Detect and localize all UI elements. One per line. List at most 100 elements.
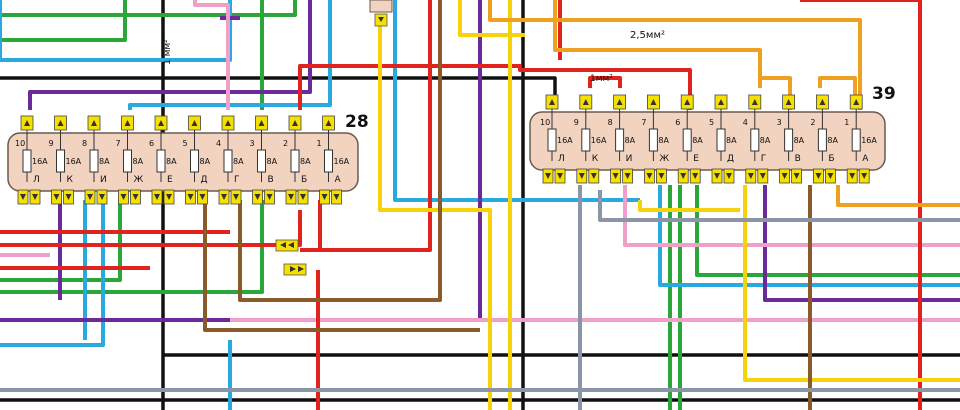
wire-label-1mm2: 1 мм² bbox=[163, 39, 173, 65]
fuse-rating: 8A bbox=[760, 136, 771, 145]
terminal-arrow bbox=[557, 173, 563, 179]
fuse-rating: 16A bbox=[66, 157, 82, 166]
wire-pink bbox=[623, 185, 960, 247]
wire-brown bbox=[203, 200, 480, 332]
fuse-position: 8 bbox=[608, 118, 613, 127]
fuse-element bbox=[851, 128, 861, 152]
terminal-arrow bbox=[266, 194, 273, 200]
wire-orange bbox=[488, 0, 862, 110]
fuse-letter: Ж bbox=[659, 154, 669, 164]
fuse-block-39: 39 1016AЛ916AК88AИ78AЖ68AЕ58AД48AГ38AВ28… bbox=[529, 84, 896, 184]
fuse-element bbox=[547, 128, 557, 152]
terminal-arrow bbox=[132, 194, 139, 200]
fuse-position: 9 bbox=[574, 118, 579, 127]
wire-gray bbox=[598, 190, 960, 222]
fuse-block-28: 28 1016AЛ916AК88AИ78AЖ68AЕ58AД48AГ38AВ28… bbox=[7, 112, 369, 205]
terminal-arrow bbox=[545, 173, 551, 179]
wire-red bbox=[588, 76, 622, 88]
fuse-element bbox=[581, 128, 591, 152]
wire-brown bbox=[238, 0, 442, 302]
terminal-arrow bbox=[333, 194, 340, 200]
terminal-arrow bbox=[166, 194, 172, 200]
fuse-letter: И bbox=[100, 175, 107, 185]
fuse-block-28-body bbox=[7, 132, 359, 192]
fuse-element bbox=[290, 149, 300, 173]
terminal-arrow bbox=[815, 173, 822, 179]
terminal-arrow bbox=[861, 173, 868, 179]
terminal-arrow bbox=[849, 173, 856, 179]
fuse-rating: 8A bbox=[794, 136, 805, 145]
fuse-letter: Д bbox=[727, 154, 734, 164]
fuse-position: 9 bbox=[49, 139, 54, 148]
fuse-element bbox=[716, 128, 726, 152]
wire-red bbox=[800, 0, 922, 410]
fuse-letter: Е bbox=[693, 154, 699, 164]
fuse-letter: А bbox=[335, 175, 342, 185]
terminal-arrow bbox=[221, 194, 227, 200]
wire-orange bbox=[553, 0, 762, 88]
terminal-arrow bbox=[254, 194, 261, 200]
fuse-rating: 16A bbox=[591, 136, 607, 145]
terminal-arrow bbox=[718, 99, 724, 105]
fuse-position: 5 bbox=[183, 139, 188, 148]
fuse-block-39-number: 39 bbox=[872, 84, 896, 104]
fuse-rating: 8A bbox=[99, 157, 110, 166]
fuse-element bbox=[190, 149, 199, 173]
fuse-element bbox=[648, 128, 658, 152]
terminal-arrow bbox=[65, 194, 72, 200]
fuse-letter: Д bbox=[201, 175, 208, 185]
fuse-letter: А bbox=[862, 154, 869, 164]
fuse-rating: 16A bbox=[334, 157, 350, 166]
fuse-element bbox=[22, 149, 32, 173]
terminal-arrow bbox=[680, 173, 687, 179]
fuse-rating: 8A bbox=[166, 157, 177, 166]
fuse-letter: И bbox=[626, 154, 633, 164]
wire-pink bbox=[193, 0, 230, 110]
fuse-block-28-number: 28 bbox=[345, 112, 369, 132]
inline-connector-top bbox=[369, 0, 393, 27]
terminal-arrow bbox=[91, 120, 97, 126]
terminal-arrow bbox=[53, 194, 60, 200]
wire-red bbox=[0, 210, 302, 247]
wire-green bbox=[695, 185, 960, 277]
fuse-letter: В bbox=[268, 175, 274, 185]
fuse-rating: 8A bbox=[827, 136, 838, 145]
terminal-arrow bbox=[154, 194, 160, 200]
wire-blue bbox=[0, 200, 105, 347]
fuse-letter: К bbox=[592, 154, 599, 164]
terminal-arrow bbox=[582, 99, 589, 105]
terminal-arrow bbox=[714, 173, 720, 179]
fuse-element bbox=[615, 128, 625, 152]
terminal-arrow bbox=[726, 173, 732, 179]
fuse-rating: 8A bbox=[200, 157, 211, 166]
fuse-position: 6 bbox=[149, 139, 154, 148]
wire-green bbox=[0, 200, 122, 282]
wire-label-2-5mm2: 2,5мм² bbox=[630, 30, 665, 41]
fuse-letter: Л bbox=[558, 154, 565, 164]
terminal-arrow bbox=[692, 173, 699, 179]
terminal-arrow bbox=[827, 173, 834, 179]
fuse-element bbox=[223, 149, 233, 173]
fuse-element bbox=[682, 128, 692, 152]
terminal-arrow bbox=[785, 99, 792, 105]
terminal-arrow bbox=[225, 120, 231, 126]
terminal-arrow bbox=[99, 194, 105, 200]
fuse-letter: Л bbox=[33, 175, 40, 185]
wire-violet bbox=[28, 0, 312, 110]
fuse-rating: 16A bbox=[861, 136, 877, 145]
terminal-arrow bbox=[650, 99, 657, 105]
fuse-element bbox=[817, 128, 827, 152]
fuse-position: 2 bbox=[810, 118, 815, 127]
wire-blue bbox=[0, 0, 232, 62]
fuse-rating: 16A bbox=[557, 136, 573, 145]
fuse-position: 4 bbox=[216, 139, 221, 148]
fuse-position: 1 bbox=[317, 139, 322, 148]
terminal-arrow bbox=[187, 194, 194, 200]
terminal-arrow bbox=[124, 120, 131, 126]
fuse-element bbox=[89, 149, 99, 173]
terminal-arrow bbox=[612, 173, 619, 179]
wire-label-1mm2-short: 1мм² bbox=[590, 74, 613, 84]
wire-green bbox=[0, 0, 127, 42]
